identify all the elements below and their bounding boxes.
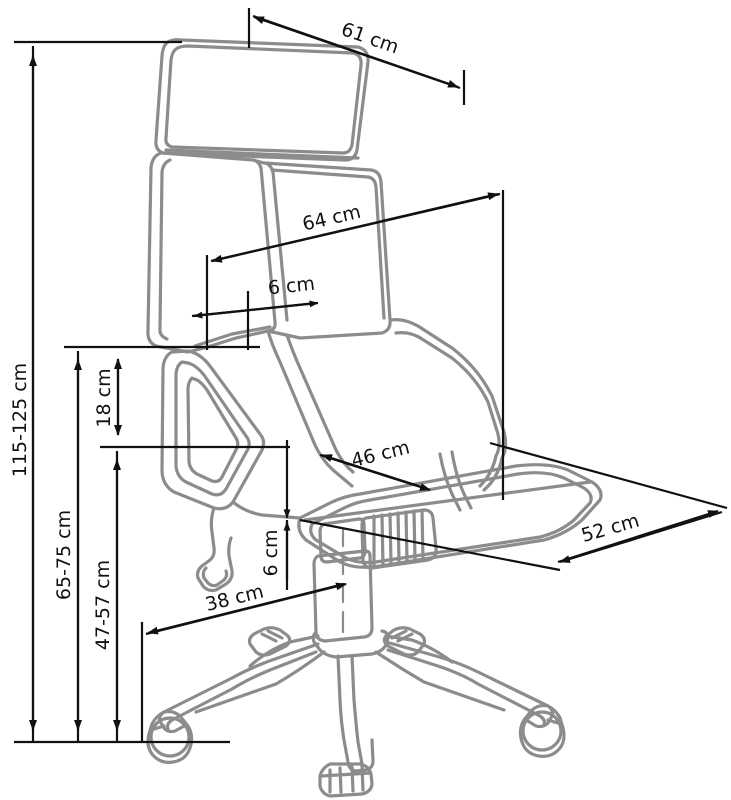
shell-side-edge	[266, 329, 354, 488]
arrow-right	[210, 192, 499, 263]
dimension-backrest-height	[64, 345, 260, 742]
label-backrest-height: 65-75 cm	[53, 510, 75, 600]
label-overall-height: 115-125 cm	[9, 363, 31, 477]
lumbar-cushion	[160, 349, 266, 511]
label-armrest-offset: 6 cm	[267, 273, 316, 300]
arrow-right-up	[557, 509, 719, 564]
dimension-headrest-depth	[247, 8, 466, 105]
label-armrest-height: 18 cm	[93, 368, 115, 427]
backrest	[146, 151, 392, 354]
dimension-armrest-offset	[191, 291, 319, 350]
dimension-base-radius	[140, 582, 347, 742]
arrow-left-up	[321, 453, 429, 491]
gas-cylinder	[312, 508, 438, 643]
dimension-seat-height	[100, 445, 290, 742]
dimension-overall-height	[14, 40, 230, 744]
shell-lower-edge	[231, 500, 302, 520]
arrow-left-down	[147, 582, 345, 635]
dimension-backrest-width	[205, 190, 505, 500]
label-seat-height: 47-57 cm	[92, 560, 114, 650]
extension-line-lower	[299, 518, 561, 572]
arrow-left	[193, 301, 317, 319]
label-seat-thickness: 6 cm	[260, 529, 282, 576]
headrest-seam	[164, 148, 360, 160]
dimension-annotations	[14, 8, 728, 744]
chair-illustration	[146, 38, 603, 798]
extension-line-upper	[489, 441, 728, 510]
tilt-lever	[195, 506, 234, 593]
arrow-right	[252, 14, 459, 89]
chair-base	[157, 626, 555, 773]
dimension-seat-width	[299, 441, 728, 572]
dimension-seat-depth	[319, 453, 431, 492]
seat-top-seam	[303, 480, 592, 522]
casters	[146, 703, 566, 798]
